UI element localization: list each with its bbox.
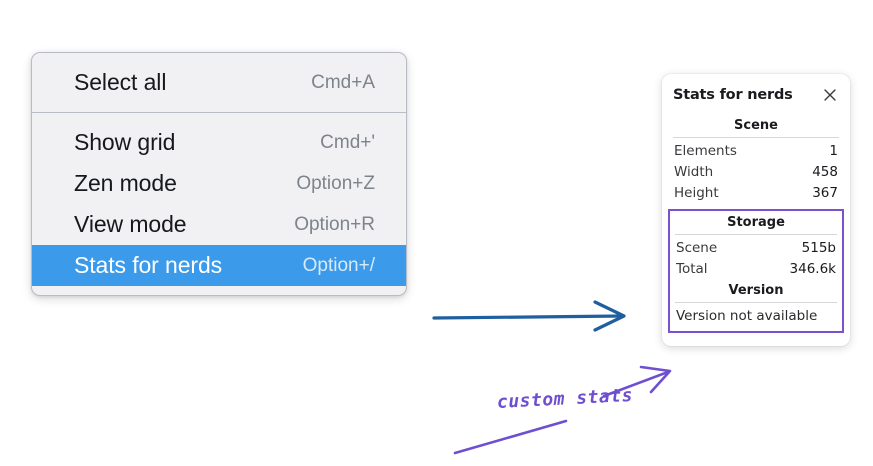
stat-key: Height: [674, 184, 719, 201]
stat-row-width: Width 458: [673, 161, 839, 182]
version-value: Version not available: [676, 308, 818, 324]
close-icon[interactable]: [821, 86, 839, 104]
menu-section-1: Select all Cmd+A: [32, 53, 406, 112]
purple-arrow-icon: [602, 365, 672, 398]
stat-key: Width: [674, 163, 714, 180]
stat-row-height: Height 367: [673, 182, 839, 203]
menu-item-shortcut: Option+/: [302, 254, 375, 276]
menu-item-show-grid[interactable]: Show grid Cmd+': [32, 122, 406, 163]
stat-key: Scene: [676, 239, 718, 256]
stat-value: 515b: [801, 239, 836, 256]
menu-item-label: Stats for nerds: [74, 252, 223, 278]
divider: [675, 302, 837, 303]
menu-item-stats-for-nerds[interactable]: Stats for nerds Option+/: [32, 245, 406, 286]
stat-key: Elements: [674, 142, 737, 159]
stat-row-storage-total: Total 346.6k: [675, 258, 837, 279]
divider: [675, 234, 837, 235]
menu-item-select-all[interactable]: Select all Cmd+A: [32, 62, 406, 103]
purple-underline-stroke: [453, 419, 568, 455]
context-menu[interactable]: Select all Cmd+A Show grid Cmd+' Zen mod…: [31, 52, 407, 296]
menu-item-shortcut: Option+Z: [296, 172, 375, 194]
blue-arrow-icon: [432, 300, 626, 332]
stats-panel-header: Stats for nerds: [673, 86, 839, 104]
stat-row-storage-scene: Scene 515b: [675, 237, 837, 258]
stat-value: 367: [812, 184, 838, 201]
stat-key: Total: [676, 260, 708, 277]
stats-for-nerds-panel: Stats for nerds Scene Elements 1 Width 4…: [662, 74, 850, 346]
menu-item-label: Select all: [74, 69, 167, 95]
stat-value: 458: [812, 163, 838, 180]
menu-section-2: Show grid Cmd+' Zen mode Option+Z View m…: [32, 112, 406, 295]
stats-panel-title: Stats for nerds: [673, 87, 793, 103]
stat-value: 1: [829, 142, 838, 159]
custom-stats-annotation: custom stats: [496, 384, 634, 413]
menu-item-shortcut: Cmd+A: [311, 71, 375, 93]
custom-stats-highlight-box: Storage Scene 515b Total 346.6k Version …: [668, 209, 844, 333]
menu-item-label: Show grid: [74, 129, 176, 155]
menu-item-label: Zen mode: [74, 170, 177, 196]
menu-item-label: View mode: [74, 211, 187, 237]
storage-section-heading: Storage: [727, 215, 785, 230]
menu-item-shortcut: Option+R: [294, 213, 375, 235]
menu-item-shortcut: Cmd+': [320, 131, 375, 153]
stat-value: 346.6k: [789, 260, 836, 277]
version-section-heading: Version: [728, 283, 784, 298]
scene-section-heading: Scene: [734, 118, 778, 133]
menu-item-view-mode[interactable]: View mode Option+R: [32, 204, 406, 245]
stat-row-elements: Elements 1: [673, 140, 839, 161]
divider: [673, 137, 839, 138]
menu-item-zen-mode[interactable]: Zen mode Option+Z: [32, 163, 406, 204]
